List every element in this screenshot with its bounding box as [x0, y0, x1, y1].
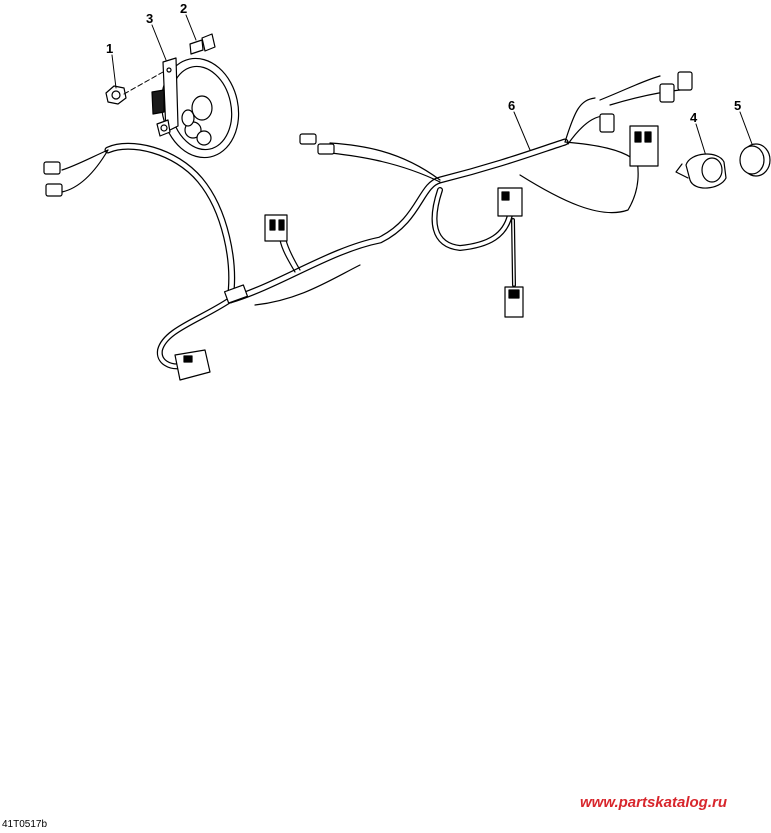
socket: [675, 153, 727, 189]
callout-3: 3: [146, 11, 154, 26]
watermark-text: www.partskatalog.ru: [580, 794, 727, 811]
horn-bracket: [151, 57, 179, 137]
connectors: [43, 71, 693, 381]
callout-1: 1: [106, 41, 114, 56]
horn-assembly: [160, 57, 240, 159]
callout-4: 4: [690, 110, 698, 125]
wiring-harness: [61, 75, 681, 370]
callout-2: 2: [180, 1, 188, 16]
bolt: [189, 33, 216, 55]
figure-code: 41T0517b: [2, 819, 48, 830]
callout-5: 5: [734, 98, 742, 113]
nut: [105, 85, 127, 105]
cap: [739, 143, 771, 177]
assembly-line: [123, 71, 164, 95]
callout-6: 6: [508, 98, 516, 113]
leader-lines: [111, 14, 753, 157]
